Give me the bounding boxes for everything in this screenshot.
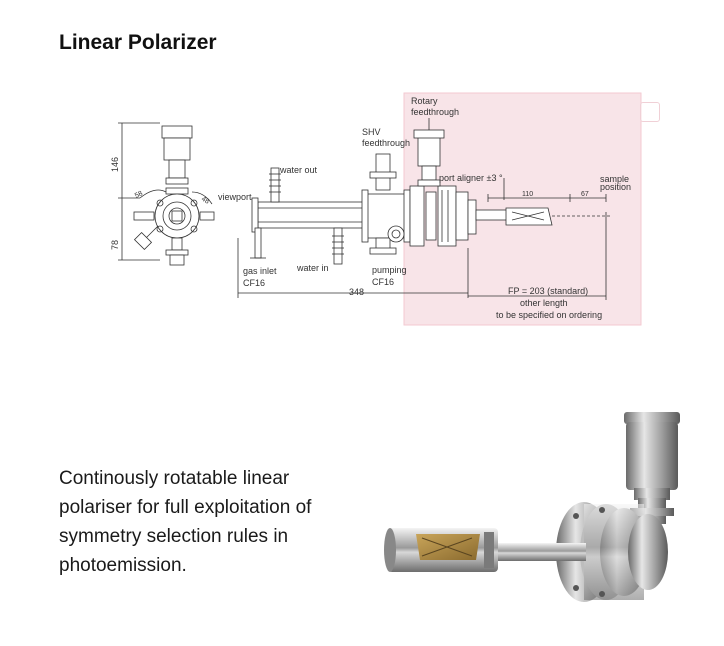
dim-348: 348 <box>349 287 364 297</box>
label-rotary: Rotary <box>411 96 438 106</box>
dim-78: 78 <box>110 240 120 250</box>
label-specify: to be specified on ordering <box>496 310 602 320</box>
label-other-length: other length <box>520 298 568 308</box>
label-shv-feedthrough: feedthrough <box>362 138 410 148</box>
label-gas-inlet-cf: CF16 <box>243 278 265 288</box>
dim-146: 146 <box>110 157 120 172</box>
label-port-aligner: port aligner ±3 ° <box>439 173 503 183</box>
label-shv: SHV <box>362 127 381 137</box>
technical-drawing: 146 78 58 48 viewport <box>100 88 700 338</box>
dim-48: 48 <box>200 196 210 206</box>
label-pumping-cf: CF16 <box>372 277 394 287</box>
product-description: Continously rotatable linear polariser f… <box>59 468 312 576</box>
label-viewport: viewport <box>218 192 252 202</box>
label-position: position <box>600 182 631 192</box>
label-rotary-feedthrough: feedthrough <box>411 107 459 117</box>
side-view <box>237 118 610 300</box>
dim-58: 58 <box>134 190 144 200</box>
dim-67: 67 <box>581 191 589 198</box>
label-gas-inlet: gas inlet <box>243 266 277 276</box>
dim-110: 110 <box>522 191 533 198</box>
end-view <box>118 122 215 266</box>
page-title: Linear Polarizer <box>59 31 217 54</box>
label-water-out: water out <box>279 165 318 175</box>
label-fp: FP = 203 (standard) <box>508 286 588 296</box>
label-sample: sample <box>600 174 629 184</box>
product-photo <box>372 392 702 622</box>
label-water-in: water in <box>296 263 329 273</box>
expand-icon[interactable]: ⤢ <box>640 102 660 122</box>
label-pumping: pumping <box>372 265 407 275</box>
